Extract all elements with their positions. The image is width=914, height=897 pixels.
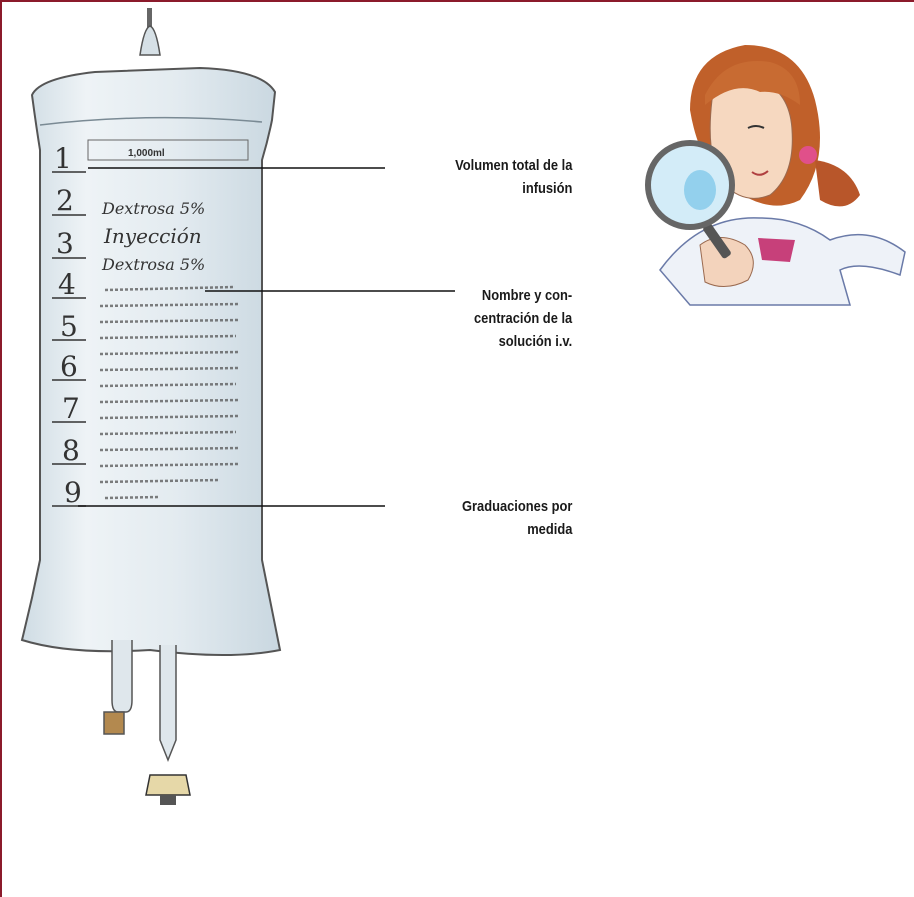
- shirt: [758, 238, 795, 262]
- hair-tie: [799, 146, 817, 164]
- port-cap: [104, 712, 124, 734]
- graduation-5: 5: [60, 310, 78, 343]
- ponytail: [815, 160, 860, 206]
- graduation-1: 1: [54, 142, 72, 175]
- magnified-eye: [684, 170, 716, 210]
- label-graduations: Graduaciones por medida: [444, 495, 572, 541]
- label-solution-name: Nombre y con- centración de la solución …: [458, 284, 572, 353]
- label-graduations-line-2: medida: [462, 518, 572, 541]
- graduation-3: 3: [56, 227, 74, 260]
- label-volume-line-2: infusión: [455, 177, 572, 200]
- graduation-7: 7: [62, 392, 80, 425]
- graduation-9: 9: [64, 476, 82, 509]
- bag-line-2: Inyección: [103, 224, 202, 248]
- bag-volume-text: 1,000ml: [128, 148, 165, 159]
- graduation-2: 2: [56, 184, 74, 217]
- port-connector: [146, 775, 190, 795]
- bag-port-right: [160, 645, 176, 760]
- label-name-line-3: solución i.v.: [474, 330, 572, 353]
- port-tip: [160, 795, 176, 805]
- label-graduations-line-1: Graduaciones por: [462, 495, 572, 518]
- label-name-line-2: centración de la: [474, 307, 572, 330]
- hand: [700, 238, 753, 287]
- graduation-4: 4: [58, 268, 76, 301]
- nurse-with-magnifier-illustration: [648, 45, 905, 305]
- bag-line-1: Dextrosa 5%: [101, 199, 205, 218]
- graduation-8: 8: [62, 434, 80, 467]
- label-volume-total: Volumen total de la infusión: [436, 154, 572, 200]
- label-name-line-1: Nombre y con-: [474, 284, 572, 307]
- iv-bag: [22, 8, 280, 805]
- bag-top-tab: [140, 26, 160, 55]
- graduation-6: 6: [60, 350, 78, 383]
- bag-line-3: Dextrosa 5%: [101, 255, 205, 274]
- label-volume-line-1: Volumen total de la: [455, 154, 572, 177]
- bag-port-left: [112, 640, 132, 712]
